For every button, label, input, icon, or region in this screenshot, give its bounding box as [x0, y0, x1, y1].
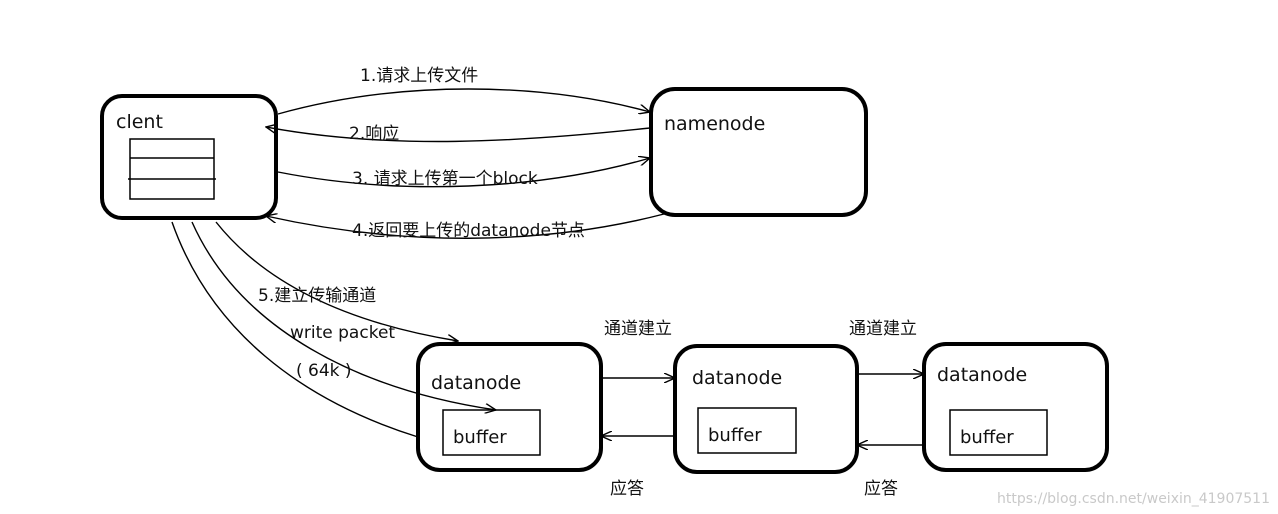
datanode-3-buffer [949, 409, 1048, 456]
client-queue-icon [128, 138, 216, 200]
namenode-node: namenode [649, 87, 868, 217]
arrow-response [266, 127, 651, 143]
arrow-build-pipeline [215, 221, 458, 341]
datanode-2-buffer [697, 407, 797, 454]
line-ack-to-client [171, 221, 419, 438]
datanode-2-label: datanode [692, 367, 782, 389]
client-label: clent [116, 111, 163, 133]
label-return-nodes: 4.返回要上传的datanode节点 [352, 221, 585, 241]
datanode-2: datanode buffer [673, 344, 859, 474]
datanode-3-label: datanode [937, 364, 1027, 386]
datanode-1-label: datanode [431, 372, 521, 394]
datanode-1-buffer [442, 409, 541, 456]
label-pipeline-built-2: 通道建立 [849, 319, 917, 339]
namenode-label: namenode [664, 113, 765, 135]
datanode-1-buffer-label: buffer [453, 427, 507, 448]
datanode-2-buffer-label: buffer [708, 425, 762, 446]
label-request-block: 3. 请求上传第一个block [352, 169, 538, 189]
arrow-return-nodes [266, 214, 665, 239]
arrow-request-block [277, 158, 650, 188]
label-pipeline-built-1: 通道建立 [604, 319, 672, 339]
label-write-packet: write packet [290, 323, 395, 343]
label-packet-size: ( 64k ) [296, 361, 352, 381]
datanode-3: datanode buffer [922, 342, 1109, 472]
client-node: clent [100, 94, 278, 220]
label-ack-1: 应答 [610, 479, 644, 499]
label-request-upload: 1.请求上传文件 [360, 66, 478, 86]
label-response: 2.响应 [349, 124, 399, 144]
label-build-pipeline: 5.建立传输通道 [258, 286, 376, 306]
datanode-1: datanode buffer [416, 342, 603, 472]
watermark: https://blog.csdn.net/weixin_41907511 [997, 491, 1270, 507]
datanode-3-buffer-label: buffer [960, 427, 1014, 448]
arrow-write-packet [191, 221, 496, 410]
label-ack-2: 应答 [864, 479, 898, 499]
arrow-request-upload [277, 88, 650, 115]
